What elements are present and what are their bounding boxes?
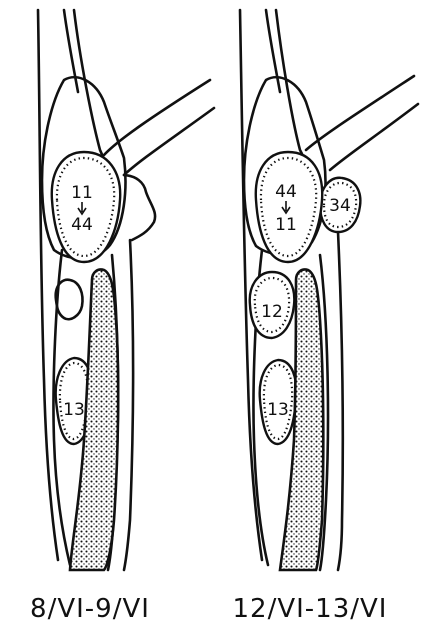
- panel-right: 44 11 34 12 13: [240, 10, 418, 570]
- right-upper-to-label: 11: [275, 215, 297, 235]
- right-side-label: 34: [329, 196, 351, 216]
- right-branch-outer: [306, 76, 414, 150]
- left-stem-outline-6: [124, 240, 133, 570]
- left-branch-inner: [124, 108, 214, 175]
- right-middle-label: 12: [261, 302, 283, 322]
- panel-left: 11 44 13: [38, 10, 214, 570]
- right-lower-label: 13: [267, 400, 289, 420]
- right-upper-from-label: 44: [275, 182, 297, 202]
- right-caption: 12/VI-13/VI: [233, 594, 388, 624]
- left-caption: 8/VI-9/VI: [30, 594, 150, 624]
- right-stem-outline-6: [338, 232, 343, 570]
- right-branch-inner: [330, 104, 418, 170]
- right-upper-bud: [256, 152, 322, 262]
- left-branch-node: [124, 175, 155, 240]
- left-upper-to-label: 44: [71, 215, 93, 235]
- left-lower-label: 13: [63, 400, 85, 420]
- left-upper-from-label: 11: [71, 183, 93, 203]
